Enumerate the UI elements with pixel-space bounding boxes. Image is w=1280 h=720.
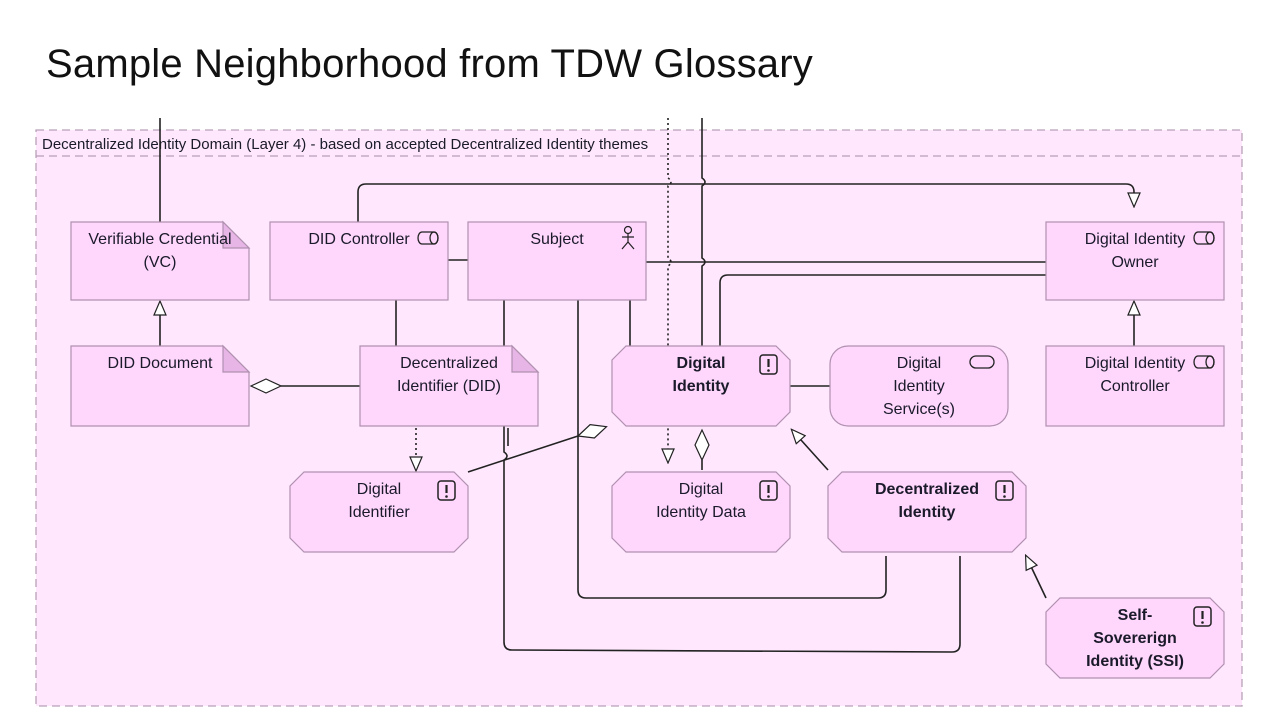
node-label: Identity (SSI)	[1086, 653, 1184, 670]
node-label: Identity	[899, 504, 956, 521]
connection-owner-digital-identity	[719, 274, 1046, 346]
connection-decentralized-to-digital-identity	[792, 430, 829, 471]
node-subject[interactable]: Subject	[467, 221, 647, 301]
node-label: Identity Data	[656, 504, 746, 521]
service-icon	[969, 355, 995, 369]
node-label: Digital	[897, 355, 941, 372]
node-label: Decentralized	[400, 355, 498, 372]
node-label: Digital Identity	[1085, 355, 1186, 372]
actor-icon	[621, 225, 635, 250]
node-label: Owner	[1111, 254, 1159, 271]
role-icon	[1193, 355, 1215, 369]
node-label: Subject	[530, 231, 584, 248]
node-label: Identity	[893, 378, 945, 395]
node-label: Controller	[1100, 378, 1170, 395]
role-icon	[1193, 231, 1215, 245]
node-label: Sovererign	[1093, 630, 1177, 647]
node-did-document[interactable]: DID Document	[70, 344, 251, 427]
slide-title: Sample Neighborhood from TDW Glossary	[46, 42, 813, 86]
node-label: Digital	[677, 355, 726, 372]
node-label: (VC)	[144, 254, 177, 271]
exclamation-icon	[759, 480, 778, 501]
connection-digital-identifier-to-subject	[467, 436, 578, 473]
role-icon	[417, 231, 439, 245]
node-did-controller[interactable]: DID Controller	[269, 221, 449, 301]
node-vc[interactable]: Verifiable Credential (VC)	[70, 220, 251, 301]
node-label: Identifier	[348, 504, 410, 521]
connection-external-dotted	[668, 118, 671, 462]
connections	[160, 118, 1134, 653]
exclamation-icon	[437, 480, 456, 501]
node-label: Service(s)	[883, 401, 955, 418]
connection-did-controller-to-owner	[357, 183, 1134, 222]
folded-corner-icon	[222, 220, 251, 249]
exclamation-icon	[759, 354, 778, 375]
connection-subject-decentralized-identity	[577, 300, 887, 599]
exclamation-icon	[995, 480, 1014, 501]
group-label: Decentralized Identity Domain (Layer 4) …	[42, 136, 648, 153]
node-label: Digital	[357, 481, 401, 498]
connection-external-digital-identity	[701, 118, 706, 346]
node-label: Digital Identity	[1085, 231, 1186, 248]
exclamation-icon	[1193, 606, 1212, 627]
connection-subject-loop	[503, 300, 961, 653]
node-label: Identifier (DID)	[397, 378, 501, 395]
node-label: Decentralized	[875, 481, 979, 498]
node-label: Verifiable Credential	[88, 231, 231, 248]
node-label: Identity	[673, 378, 730, 395]
connection-ssi-to-decentralized	[1026, 556, 1047, 599]
folded-corner-icon	[222, 344, 251, 373]
node-label: Self-	[1118, 607, 1153, 624]
node-label: Digital	[679, 481, 723, 498]
node-label: DID Controller	[308, 231, 410, 248]
folded-corner-icon	[511, 344, 540, 373]
node-label: DID Document	[108, 355, 213, 372]
